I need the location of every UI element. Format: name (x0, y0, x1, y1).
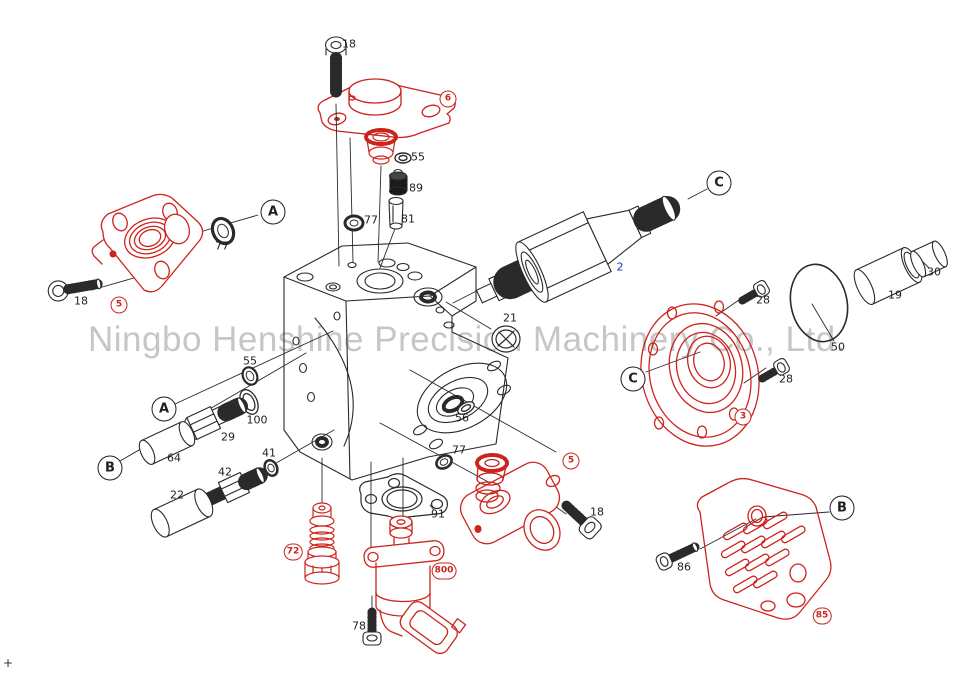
valve-89-drawing (388, 168, 408, 196)
o-ring-77-top-drawing (343, 214, 365, 232)
o-ring-77-bottom-drawing (435, 454, 453, 470)
rear-cover-85-drawing (696, 477, 832, 620)
gasket-91-drawing (359, 473, 448, 519)
leader-lines (91, 103, 930, 613)
pin-81-drawing (388, 196, 404, 230)
screw-18-bottom-drawing (561, 500, 602, 540)
screw-86-drawing (655, 542, 700, 571)
watermark-text: Ningbo Henshine Precision Machinery Co.,… (88, 320, 846, 359)
pump-housing-drawing (283, 242, 512, 481)
ring-30-drawing (910, 240, 948, 278)
pressure-valve-cap-drawing (364, 128, 398, 165)
drive-shaft-drawing (475, 195, 681, 304)
oval-56-drawing (457, 401, 475, 415)
screw-78-drawing (362, 607, 382, 646)
washer-55-top-drawing (394, 152, 412, 164)
drive-flange-drawing (640, 300, 760, 447)
metering-flange-drawing (459, 453, 561, 551)
washer-41-drawing (263, 459, 279, 477)
metering-unit-800-drawing (363, 515, 467, 655)
plug-64-drawing (138, 421, 196, 465)
plug-21-drawing (491, 325, 521, 353)
socket-screw-top-drawing (324, 36, 348, 100)
registration-mark: + (3, 656, 14, 670)
o-ring-50-drawing (789, 263, 849, 343)
plug-22-drawing (150, 488, 214, 538)
left-flange-drawing (91, 193, 204, 293)
o-ring-77-left-drawing (210, 216, 236, 246)
overflow-valve-72-drawing (304, 502, 340, 585)
screw-28b-drawing (758, 357, 790, 383)
screw-18-left-drawing (47, 278, 103, 302)
o-ring-55-mid-drawing (241, 366, 259, 386)
top-cover-drawing (317, 78, 456, 139)
fitting-42-drawing (203, 467, 268, 506)
screw-28a-drawing (738, 279, 770, 305)
